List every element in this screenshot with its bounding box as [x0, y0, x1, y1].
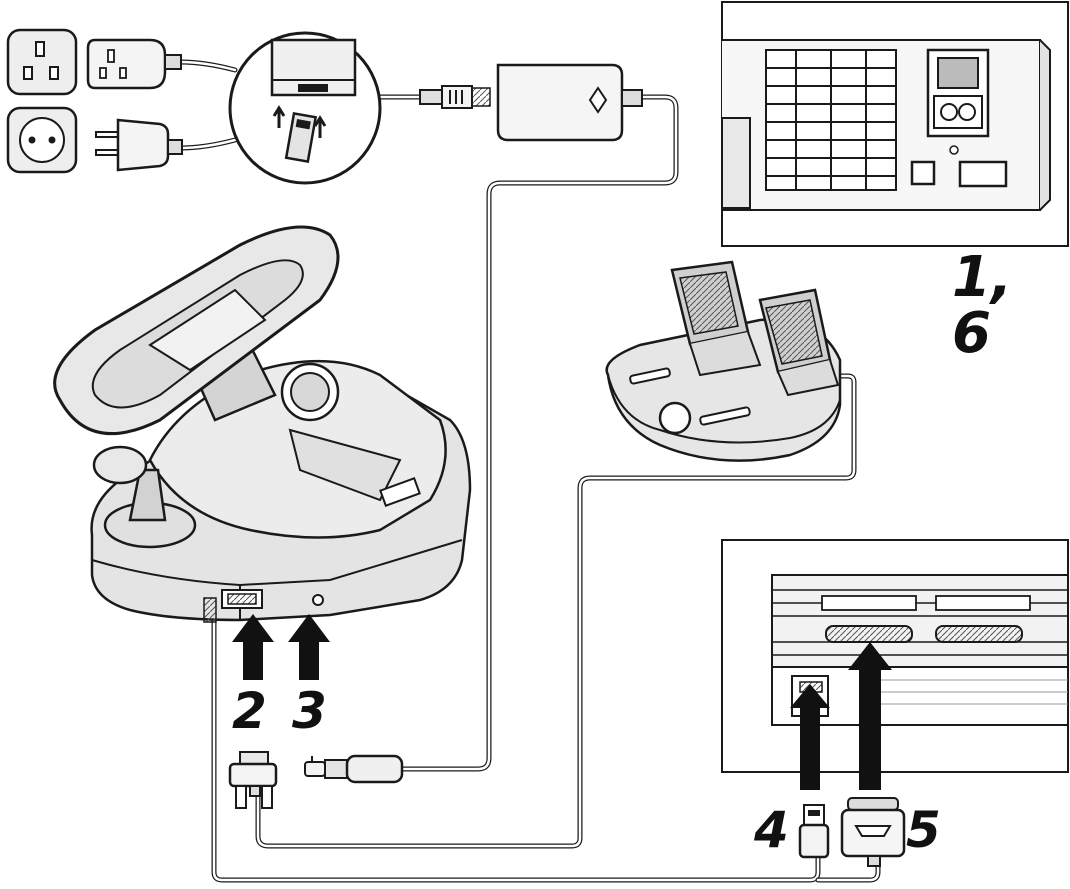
arrow-step-2	[232, 614, 274, 680]
arrow-step-3	[288, 614, 330, 680]
step-label-4: 4	[754, 801, 789, 859]
power-adapter-icon	[419, 63, 643, 142]
arrow-step-4	[790, 684, 830, 790]
eu-wall-socket-icon	[6, 106, 78, 174]
eu-plug-icon	[95, 118, 183, 172]
step-label-1-6: 1, 6	[952, 245, 1013, 366]
up-arrow-icon	[232, 614, 892, 790]
console-front-icon	[721, 1, 1069, 247]
wheel-ports	[203, 589, 324, 623]
step-label-5: 5	[906, 801, 941, 859]
magnified-connector-detail-icon	[228, 31, 382, 185]
console-controller-ports-icon	[721, 539, 1069, 773]
controller-port-plug-icon	[840, 797, 906, 867]
uk-plug-icon	[86, 38, 182, 90]
db9-connector-icon	[228, 751, 278, 809]
pedal-unit-icon	[605, 260, 842, 462]
step-label-2: 2	[232, 682, 267, 740]
gear-shifter-icon	[92, 445, 197, 549]
steering-wheel-icon	[53, 225, 472, 622]
step-label-3: 3	[292, 682, 327, 740]
usb-plug-icon	[798, 804, 830, 859]
arrow-step-5	[848, 642, 892, 790]
cables	[177, 59, 881, 883]
uk-wall-socket-icon	[6, 28, 78, 96]
power-jack-plug-icon	[304, 754, 404, 784]
